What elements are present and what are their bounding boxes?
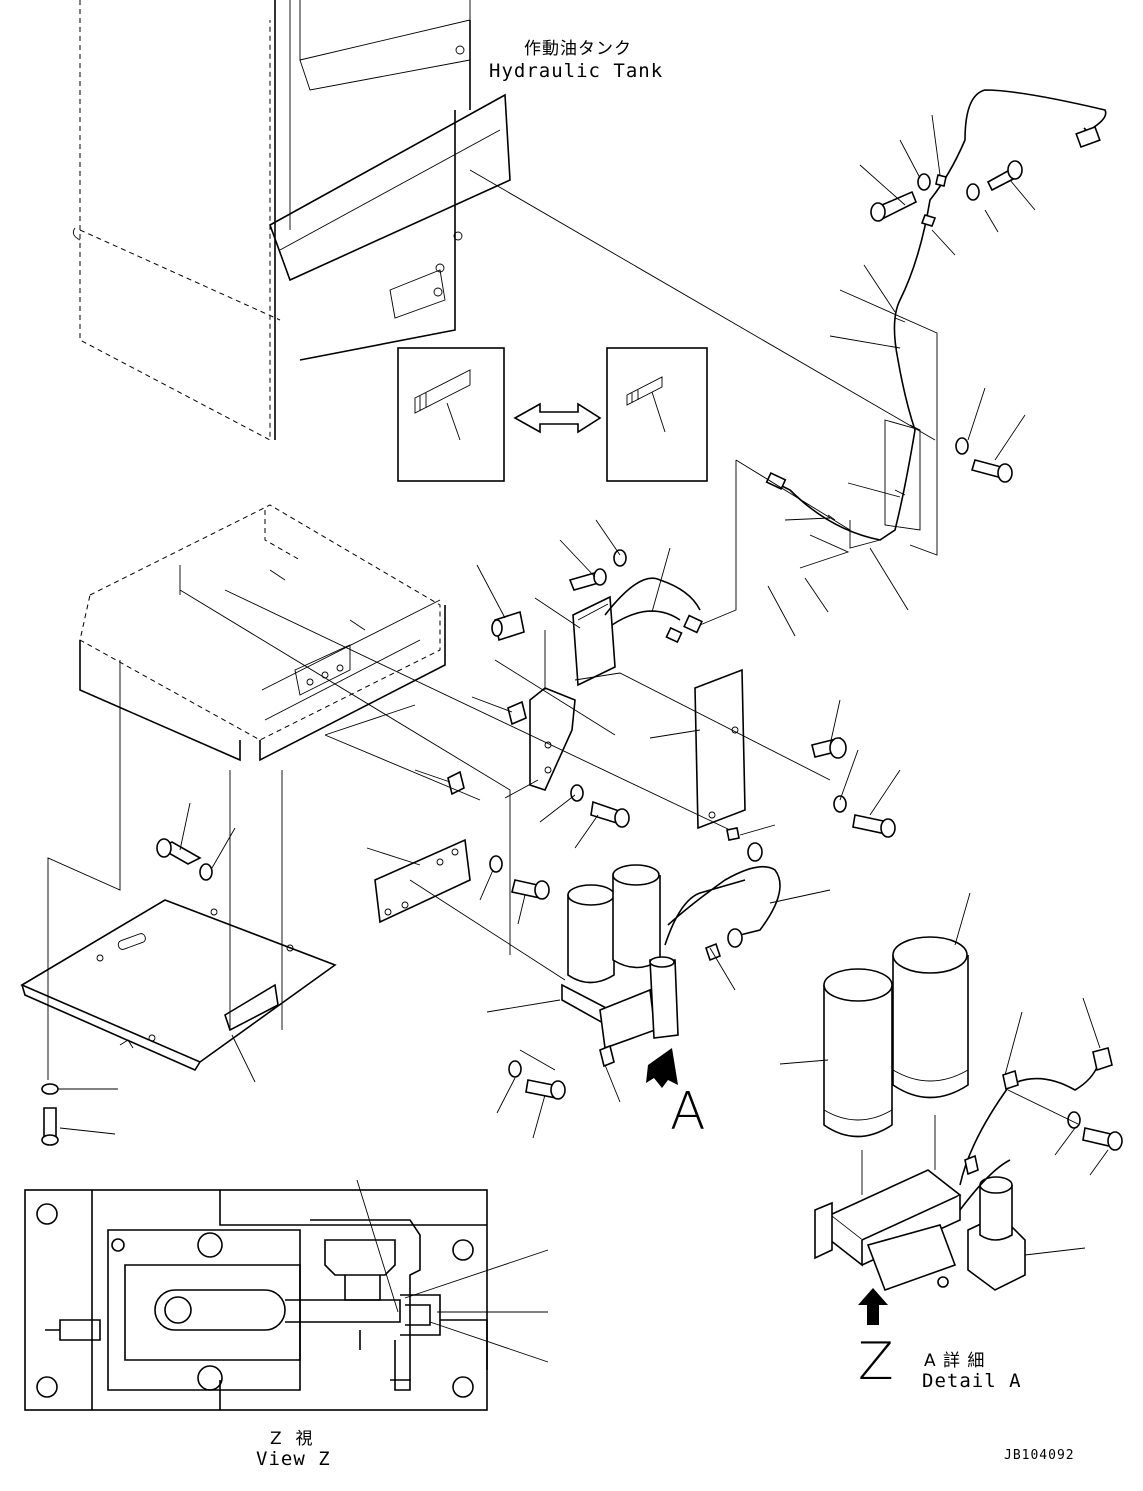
arrow-view-z xyxy=(858,1288,888,1325)
sensor-bracket xyxy=(529,687,630,828)
sensors-centre xyxy=(447,610,527,796)
hydraulic-tank-label-jp: 作動油タンク xyxy=(524,39,632,59)
view-z-label-en: View Z xyxy=(256,1448,331,1470)
view-z-label-jp: Z 視 xyxy=(270,1429,314,1449)
leader-lines xyxy=(47,169,1079,1195)
drawing-number: JB104092 xyxy=(1004,1448,1075,1463)
bolts-upper-right xyxy=(870,160,1023,483)
side-cover xyxy=(694,668,896,841)
wiring-harness xyxy=(765,89,1107,549)
hydraulic-tank xyxy=(72,0,511,441)
label-inset-right xyxy=(606,347,708,482)
bolt-cover-left xyxy=(41,838,213,1146)
view-a-arrow-label: A xyxy=(670,1082,706,1142)
view-z-section xyxy=(24,1189,488,1411)
callout-lines xyxy=(58,114,1109,1363)
arrow-view-a xyxy=(646,1042,678,1088)
filter-assembly-detail xyxy=(814,936,1123,1292)
controller-module xyxy=(568,549,703,687)
double-arrow xyxy=(513,402,602,434)
label-inset-left xyxy=(397,347,505,482)
view-z-arrow-label: Z xyxy=(858,1332,894,1392)
detail-a-label-jp: A 詳 細 xyxy=(924,1351,986,1371)
mount-plate xyxy=(374,838,550,924)
hydraulic-tank-label-en: Hydraulic Tank xyxy=(489,60,664,82)
mounting-frame xyxy=(79,504,446,762)
cover-plate xyxy=(20,899,337,1072)
detail-a-label-en: Detail A xyxy=(922,1370,1022,1392)
filter-assembly-centre xyxy=(508,842,781,1100)
